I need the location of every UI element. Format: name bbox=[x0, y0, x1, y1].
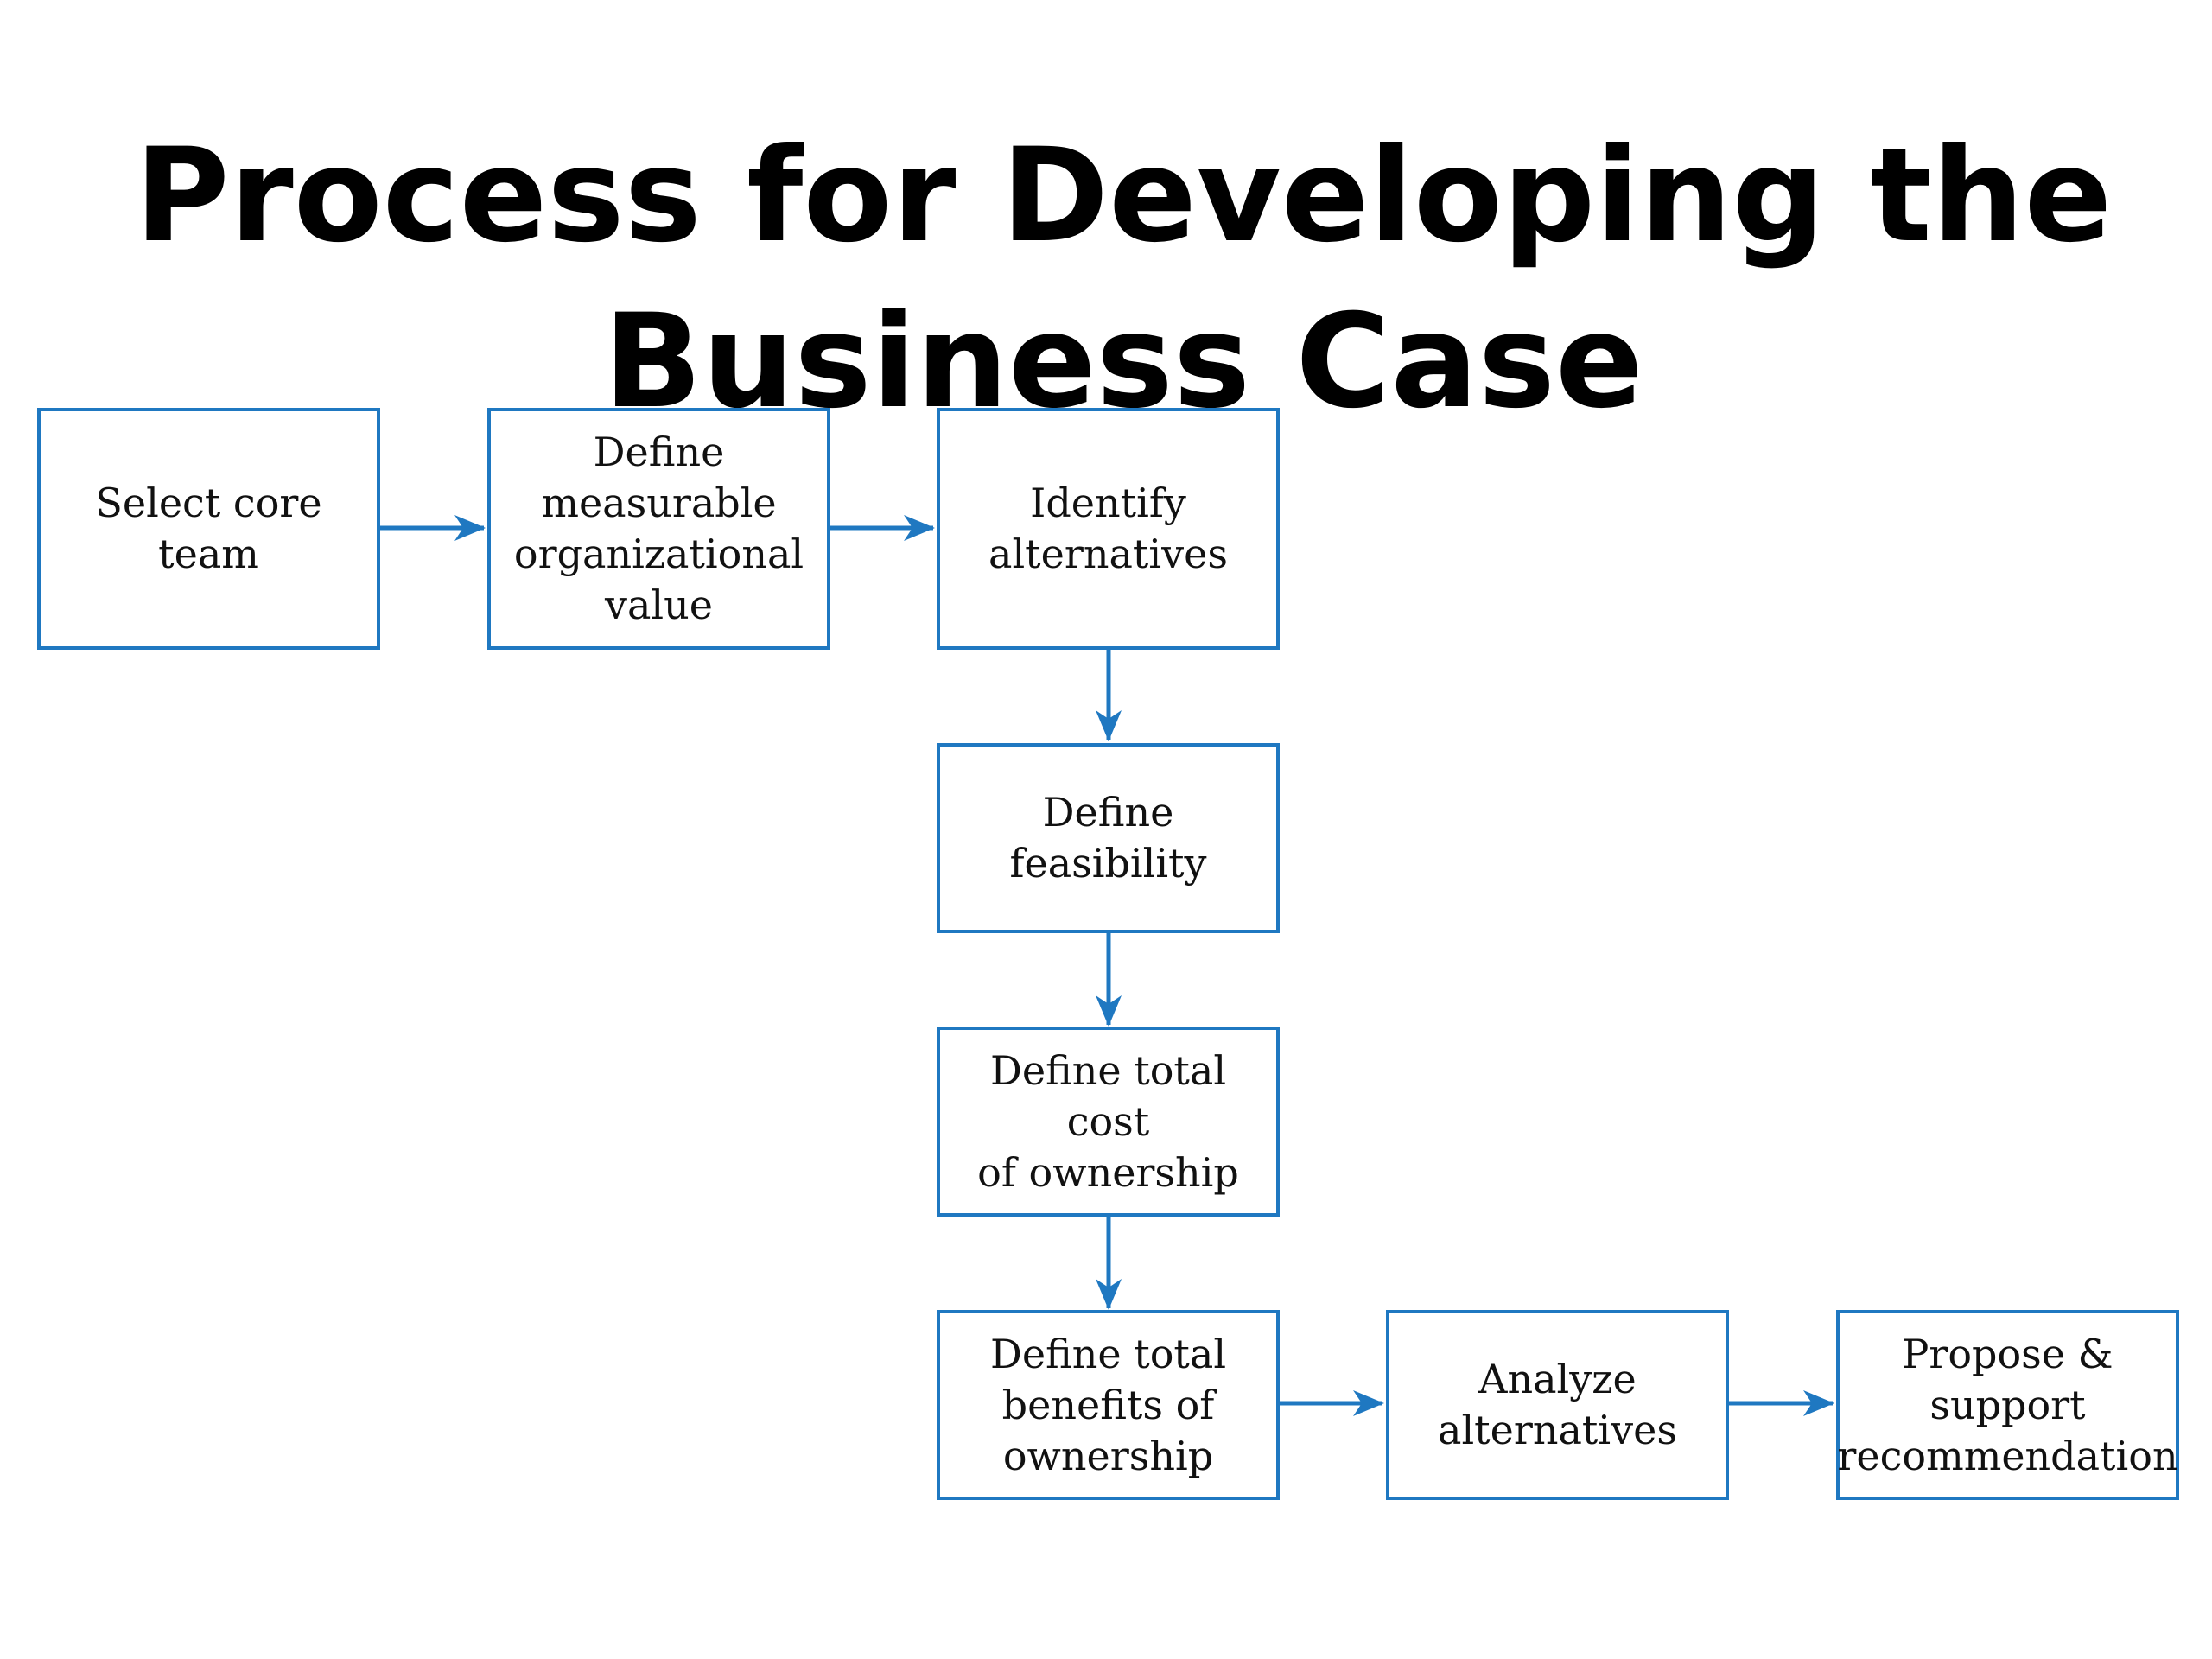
arrowhead-team-to-value bbox=[454, 515, 486, 541]
step-propose-and-support-recommendation: Propose & support recommendation bbox=[1836, 1310, 2179, 1500]
arrowhead-value-to-alternatives bbox=[904, 515, 935, 541]
arrowhead-alternatives-to-feasibility bbox=[1096, 710, 1122, 741]
step-label: Identify alternatives bbox=[988, 480, 1228, 577]
arrowhead-cost-to-benefits bbox=[1096, 1279, 1122, 1310]
step-label: Propose & support recommendation bbox=[1837, 1330, 2178, 1479]
arrowhead-benefits-to-analyze bbox=[1353, 1390, 1384, 1416]
arrowhead-analyze-to-propose bbox=[1803, 1390, 1834, 1416]
slide-title-line-1: Process for Developing the bbox=[134, 120, 2113, 271]
step-define-feasibility: Define feasibility bbox=[937, 743, 1280, 933]
step-define-measurable-organizational-value: Define measurable organizational value bbox=[487, 408, 830, 650]
step-label: Define measurable organizational value bbox=[513, 429, 804, 628]
arrowhead-feasibility-to-cost bbox=[1096, 995, 1122, 1027]
step-label: Select core team bbox=[95, 480, 322, 577]
step-define-total-benefits-of-ownership: Define total benefits of ownership bbox=[937, 1310, 1280, 1500]
step-select-core-team: Select core team bbox=[37, 408, 380, 650]
step-label: Define feasibility bbox=[1009, 789, 1207, 887]
step-analyze-alternatives: Analyze alternatives bbox=[1386, 1310, 1729, 1500]
step-identify-alternatives: Identify alternatives bbox=[937, 408, 1280, 650]
step-define-total-cost-of-ownership: Define total cost of ownership bbox=[937, 1027, 1280, 1217]
step-label: Define total benefits of ownership bbox=[989, 1330, 1227, 1479]
step-label: Analyze alternatives bbox=[1438, 1356, 1677, 1453]
slide-title: Process for Developing the Business Case bbox=[0, 113, 2212, 445]
step-label: Define total cost of ownership bbox=[977, 1046, 1239, 1196]
